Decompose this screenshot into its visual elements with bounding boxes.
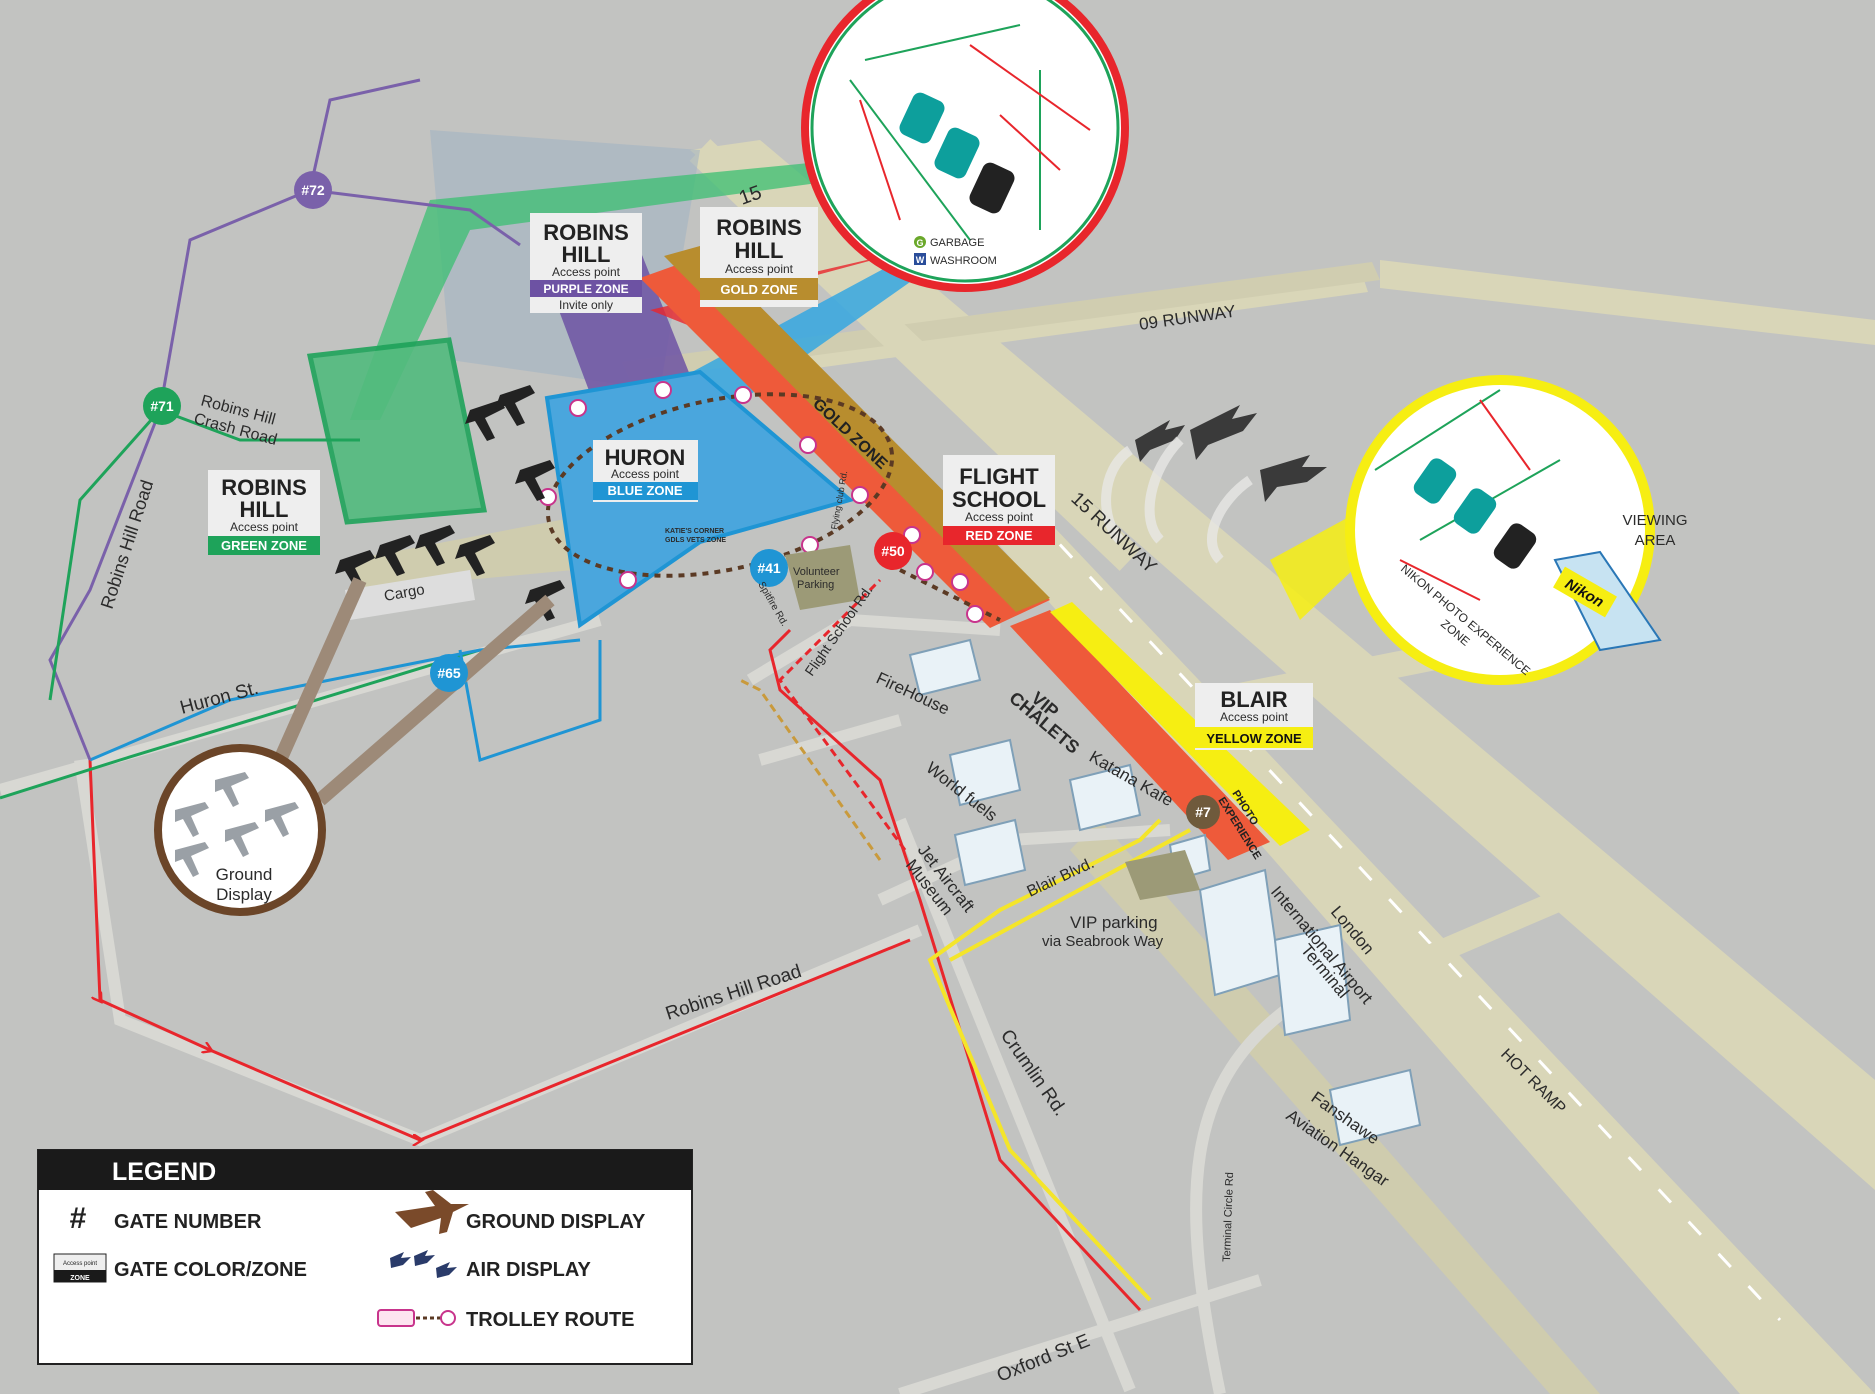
svg-text:ROBINS: ROBINS — [543, 220, 629, 245]
viewing-area-label-2: AREA — [1635, 532, 1676, 549]
ground-display-label-2: Display — [216, 885, 272, 904]
garbage-label: GARBAGE — [930, 237, 984, 249]
svg-text:Access point: Access point — [965, 510, 1034, 524]
volunteer-parking-label-2: Parking — [797, 579, 834, 591]
svg-text:HURON: HURON — [605, 445, 686, 470]
blue-beam — [640, 260, 920, 500]
blue-zone-area — [544, 369, 855, 629]
svg-text:HILL: HILL — [562, 242, 611, 267]
washroom-garbage-inset[interactable]: G GARBAGE W WASHROOM — [801, 0, 1129, 292]
svg-text:#41: #41 — [757, 560, 781, 576]
svg-text:Access point: Access point — [230, 520, 299, 534]
card-robins-green[interactable]: ROBINS HILL Access point GREEN ZONE — [208, 470, 320, 555]
legend-gate-number: GATE NUMBER — [114, 1211, 262, 1233]
svg-text:Access point: Access point — [725, 262, 794, 276]
ground-display-inset[interactable]: Ground Display — [154, 577, 555, 916]
svg-text:ROBINS: ROBINS — [221, 475, 307, 500]
trolley-bus-icon — [377, 1309, 415, 1327]
viewing-area-label-1: VIEWING — [1622, 512, 1687, 529]
vip-parking-label-1: VIP parking — [1070, 913, 1158, 932]
gate-7[interactable]: #7 — [1186, 795, 1220, 829]
svg-text:#65: #65 — [437, 665, 461, 681]
nikon-photo-inset[interactable]: Nikon VIEWING AREA NIKON PHOTO EXPERIENC… — [1345, 375, 1688, 685]
svg-text:RED ZONE: RED ZONE — [965, 528, 1033, 543]
svg-text:#72: #72 — [301, 182, 325, 198]
legend-title: LEGEND — [112, 1158, 216, 1186]
cargo-pad — [345, 570, 475, 620]
svg-text:Access point: Access point — [552, 265, 621, 279]
yellow-zone-strip — [1050, 602, 1310, 846]
svg-text:BLAIR: BLAIR — [1220, 687, 1287, 712]
cargo-label: Cargo — [383, 581, 426, 605]
svg-text:#71: #71 — [150, 398, 174, 414]
card-flight-school[interactable]: FLIGHT SCHOOL Access point RED ZONE — [943, 455, 1055, 545]
green-zone-area — [306, 337, 488, 525]
washroom-icon: W — [916, 255, 925, 265]
legend-ground-display: GROUND DISPLAY — [466, 1211, 646, 1233]
air-display-jets — [1135, 405, 1327, 502]
volunteer-parking-label-1: Volunteer — [793, 566, 840, 578]
gate-41[interactable]: #41 — [750, 549, 788, 587]
svg-text:ZONE: ZONE — [70, 1275, 90, 1282]
trolley-route-loop — [545, 392, 895, 578]
gate-72[interactable]: #72 — [294, 171, 332, 209]
svg-text:SCHOOL: SCHOOL — [952, 487, 1046, 512]
washroom-label: WASHROOM — [930, 255, 997, 267]
ground-display-label-1: Ground — [216, 865, 273, 884]
svg-text:GOLD ZONE: GOLD ZONE — [720, 282, 798, 297]
vip-parking-label-2: via Seabrook Way — [1042, 933, 1164, 950]
ground-display-plane-icon — [395, 1190, 469, 1234]
card-robins-purple[interactable]: ROBINS HILL Access point PURPLE ZONE Inv… — [530, 213, 642, 313]
svg-text:PURPLE ZONE: PURPLE ZONE — [543, 282, 628, 296]
hash-icon: # — [70, 1202, 87, 1235]
volunteer-parking-lot — [785, 545, 860, 610]
gate-50[interactable]: #50 — [874, 532, 912, 570]
legend-gate-color-zone: GATE COLOR/ZONE — [114, 1259, 307, 1281]
vip-parking-lot — [1125, 850, 1200, 900]
svg-text:HILL: HILL — [735, 238, 784, 263]
svg-text:BLUE ZONE: BLUE ZONE — [607, 483, 682, 498]
access-routes — [0, 78, 1191, 1312]
gate-71[interactable]: #71 — [143, 387, 181, 425]
svg-text:Access point: Access point — [1220, 710, 1289, 724]
katies-corner-label-1: KATIE'S CORNER — [665, 528, 724, 535]
svg-text:ROBINS: ROBINS — [716, 215, 802, 240]
trolley-stops — [539, 381, 984, 623]
svg-text:Invite only: Invite only — [559, 298, 613, 312]
svg-text:GREEN ZONE: GREEN ZONE — [221, 538, 307, 553]
card-blair[interactable]: BLAIR Access point YELLOW ZONE — [1195, 683, 1313, 750]
legend-panel: LEGEND # GATE NUMBER Access point ZONE G… — [37, 1149, 693, 1365]
katies-corner-label-2: GDLS VETS ZONE — [665, 537, 726, 544]
svg-text:#50: #50 — [881, 543, 905, 559]
roads — [0, 613, 1304, 1394]
buildings — [908, 638, 1422, 1147]
terminal-circle-rd-label: Terminal Circle Rd — [1221, 1172, 1236, 1262]
air-display-jets-icon — [390, 1250, 457, 1278]
parked-aircraft-icons — [335, 385, 565, 621]
card-huron[interactable]: HURON Access point BLUE ZONE — [593, 440, 698, 502]
svg-text:HILL: HILL — [240, 497, 289, 522]
green-beam — [350, 160, 840, 420]
svg-text:Access point: Access point — [63, 1261, 97, 1267]
legend-air-display: AIR DISPLAY — [466, 1259, 592, 1281]
trolley-stop-icon — [440, 1310, 456, 1326]
svg-text:FLIGHT: FLIGHT — [959, 464, 1039, 489]
gate-65[interactable]: #65 — [430, 654, 468, 692]
card-robins-gold[interactable]: ROBINS HILL Access point GOLD ZONE — [700, 207, 818, 307]
svg-text:YELLOW ZONE: YELLOW ZONE — [1206, 731, 1302, 746]
legend-trolley-route: TROLLEY ROUTE — [466, 1309, 635, 1331]
runway-15-main — [960, 470, 1875, 1394]
svg-text:#7: #7 — [1195, 804, 1211, 820]
svg-text:Access point: Access point — [611, 467, 680, 481]
garbage-icon: G — [916, 238, 923, 248]
